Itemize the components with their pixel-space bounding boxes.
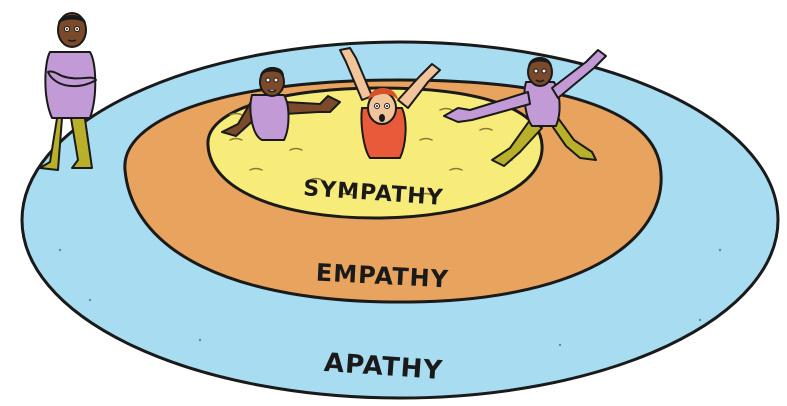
empathy-label: EMPATHY — [315, 259, 450, 294]
ground-texture — [58, 248, 722, 347]
distressed-person-figure — [339, 47, 441, 159]
sympathizer-figure — [221, 67, 341, 141]
apathetic-bystander-figure — [39, 12, 97, 171]
empathizer-figure — [443, 49, 607, 167]
